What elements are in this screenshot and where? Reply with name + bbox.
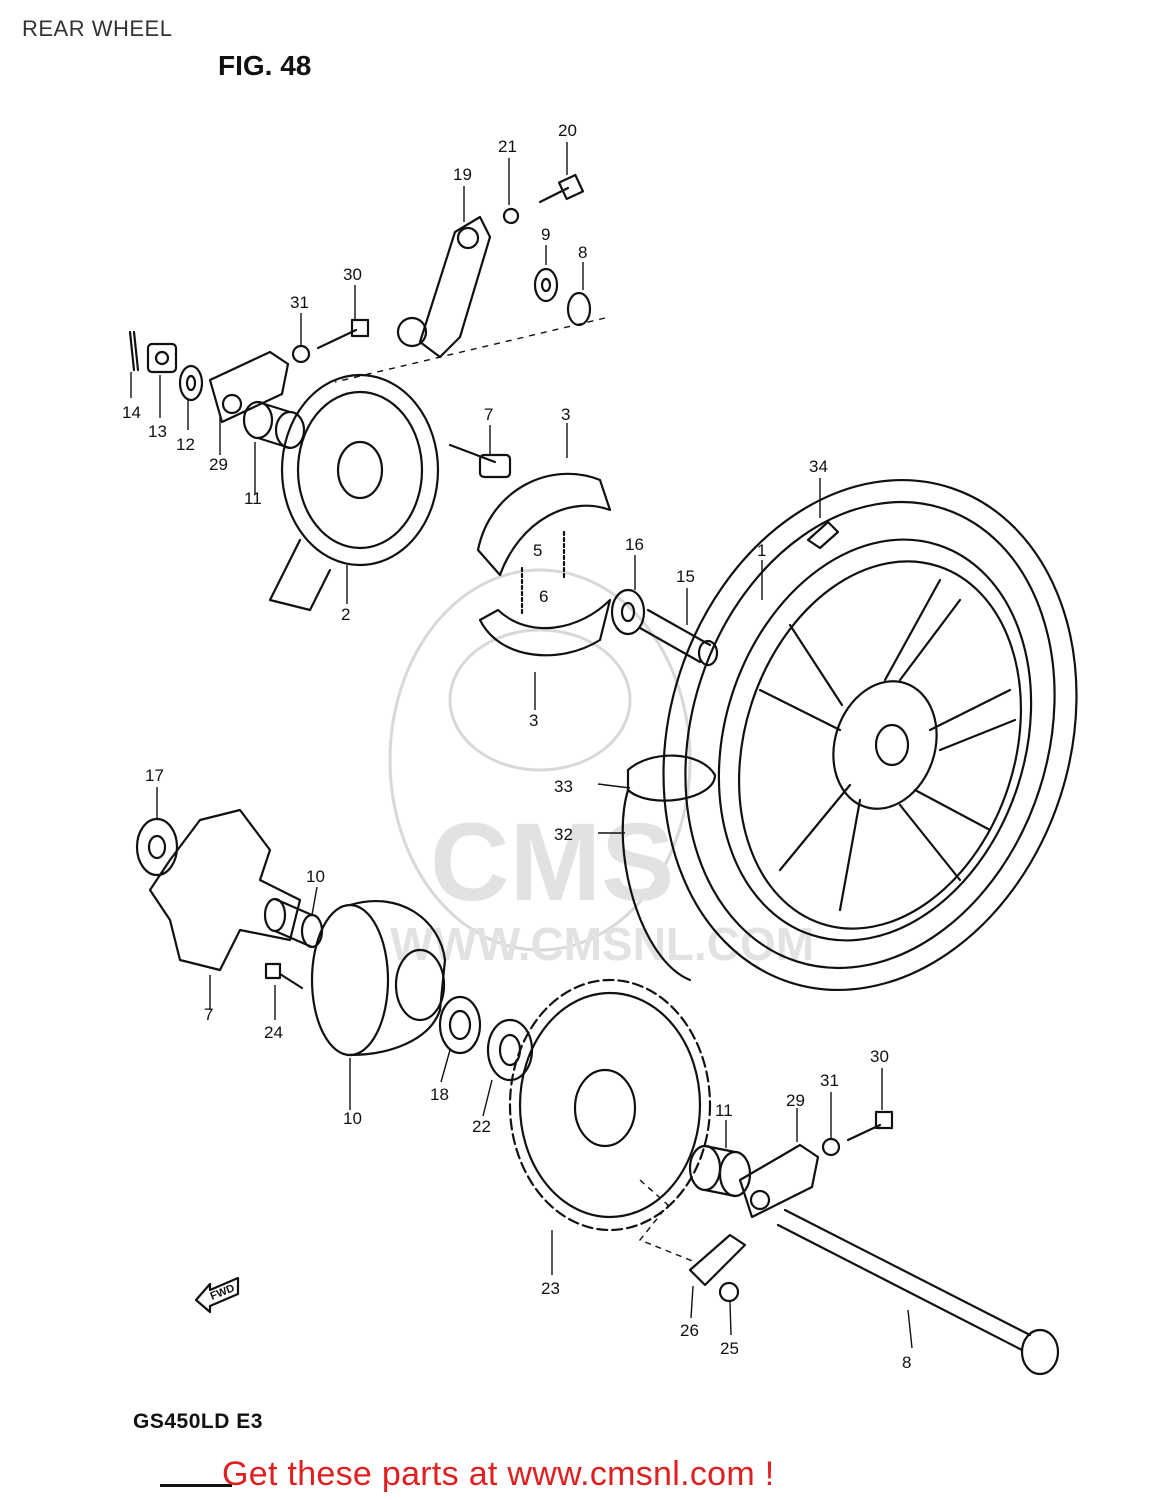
part-label-21: 19: [453, 165, 472, 184]
part-label-8: 10: [343, 1109, 362, 1128]
part-label-31: 31: [290, 293, 309, 312]
cush-drive-damper-9: [148, 808, 302, 972]
sprocket-hub-8: [310, 899, 447, 1057]
part-label-30-right: 30: [870, 1047, 889, 1066]
nut-31-left: [291, 344, 311, 364]
chain-adjuster-29-left: [208, 350, 290, 424]
get-parts-link[interactable]: Get these parts at www.cmsnl.com !: [222, 1455, 775, 1493]
part-label-20: 18: [430, 1085, 449, 1104]
spacer-11: [242, 400, 306, 450]
part-label-2: 2: [341, 605, 350, 624]
part-label-25: 23: [541, 1279, 560, 1298]
part-label-32: 32: [554, 825, 573, 844]
part-label-22: 20: [558, 121, 577, 140]
oil-seal-24: [486, 1018, 534, 1082]
part-label-14: 12: [176, 435, 195, 454]
bearing-20: [438, 995, 482, 1055]
part-label-10: 8: [902, 1353, 911, 1372]
bearing-18: [610, 588, 646, 636]
model-code: GS450LD E3: [133, 1410, 263, 1433]
cotter-pin-16: [128, 330, 140, 372]
part-label-6: 8: [578, 243, 587, 262]
part-label-33: 33: [554, 777, 573, 796]
part-label-11: 11: [244, 489, 262, 508]
part-label-23: 21: [498, 137, 517, 156]
part-label-18: 16: [625, 535, 644, 554]
part-label-29: 29: [209, 455, 228, 474]
watermark-logo: CMS WWW.CMSNL.COM: [388, 568, 814, 970]
inner-tube-33: [626, 754, 717, 802]
part-label-1: 1: [757, 541, 766, 560]
page-title: REAR WHEEL: [22, 16, 173, 41]
figure-label: FIG. 48: [218, 50, 312, 81]
part-label-3-lower: 3: [529, 711, 538, 730]
part-label-12: 10: [306, 867, 325, 886]
part-label-26: 24: [264, 1023, 283, 1042]
spacer-17: [638, 608, 719, 667]
brake-panel-2: [268, 373, 440, 612]
chain-adjuster-29-right: [738, 1143, 820, 1219]
forward-direction-arrow: FWD: [194, 1276, 240, 1314]
part-label-34: 34: [809, 457, 828, 476]
spacer-13: [688, 1144, 752, 1198]
part-label-13: 11: [715, 1101, 733, 1120]
part-label-4-upper: 5: [533, 541, 542, 560]
part-label-31-right: 31: [820, 1071, 839, 1090]
bearing-19: [135, 817, 179, 877]
part-label-17: 15: [676, 567, 695, 586]
brake-shoe-3-lower: [478, 598, 612, 657]
part-label-3-upper: 3: [561, 405, 570, 424]
bolt-30-right: [846, 1110, 894, 1142]
part-label-28: 26: [680, 1321, 699, 1340]
part-label-9: 7: [204, 1005, 213, 1024]
part-label-15: 13: [148, 422, 167, 441]
part-label-5: 7: [484, 405, 493, 424]
nut-31-right: [821, 1137, 841, 1157]
part-label-30: 30: [343, 265, 362, 284]
bolt-30-left: [316, 318, 370, 350]
part-label-7: 9: [541, 225, 550, 244]
bolt-22: [538, 173, 585, 204]
axle-10: [776, 1208, 1060, 1376]
part-label-29-right: 29: [786, 1091, 805, 1110]
nut-27: [718, 1281, 740, 1303]
washer-7: [533, 267, 559, 303]
part-label-27: 25: [720, 1339, 739, 1358]
rear-wheel-1: [662, 479, 1078, 991]
bolt-26: [264, 962, 304, 990]
part-label-24: 22: [472, 1117, 491, 1136]
part-label-19: 17: [145, 766, 164, 785]
watermark-url-text: WWW.CMSNL.COM: [390, 918, 814, 970]
o-ring-6: [566, 291, 592, 327]
brake-cam-5: [448, 443, 512, 479]
part-label-4-lower: 6: [539, 587, 548, 606]
footer-divider: [160, 1484, 232, 1487]
part-label-16: 14: [122, 403, 141, 422]
part-labels: 20 21 19 30 9 8 31 14 13 12 29 11 7 3 2 …: [122, 121, 911, 1372]
brake-cam-lever: [396, 215, 492, 359]
tire-32: [621, 788, 692, 982]
castle-nut-15: [146, 342, 178, 374]
nut-23: [502, 207, 520, 225]
lock-washer-28: [688, 1233, 747, 1287]
valve-cap-34: [806, 520, 840, 550]
rear-sprocket-25: [508, 978, 712, 1232]
brake-shoe-3-upper: [476, 472, 612, 577]
watermark-logo-text: CMS: [430, 801, 674, 924]
washer-14: [178, 364, 204, 402]
